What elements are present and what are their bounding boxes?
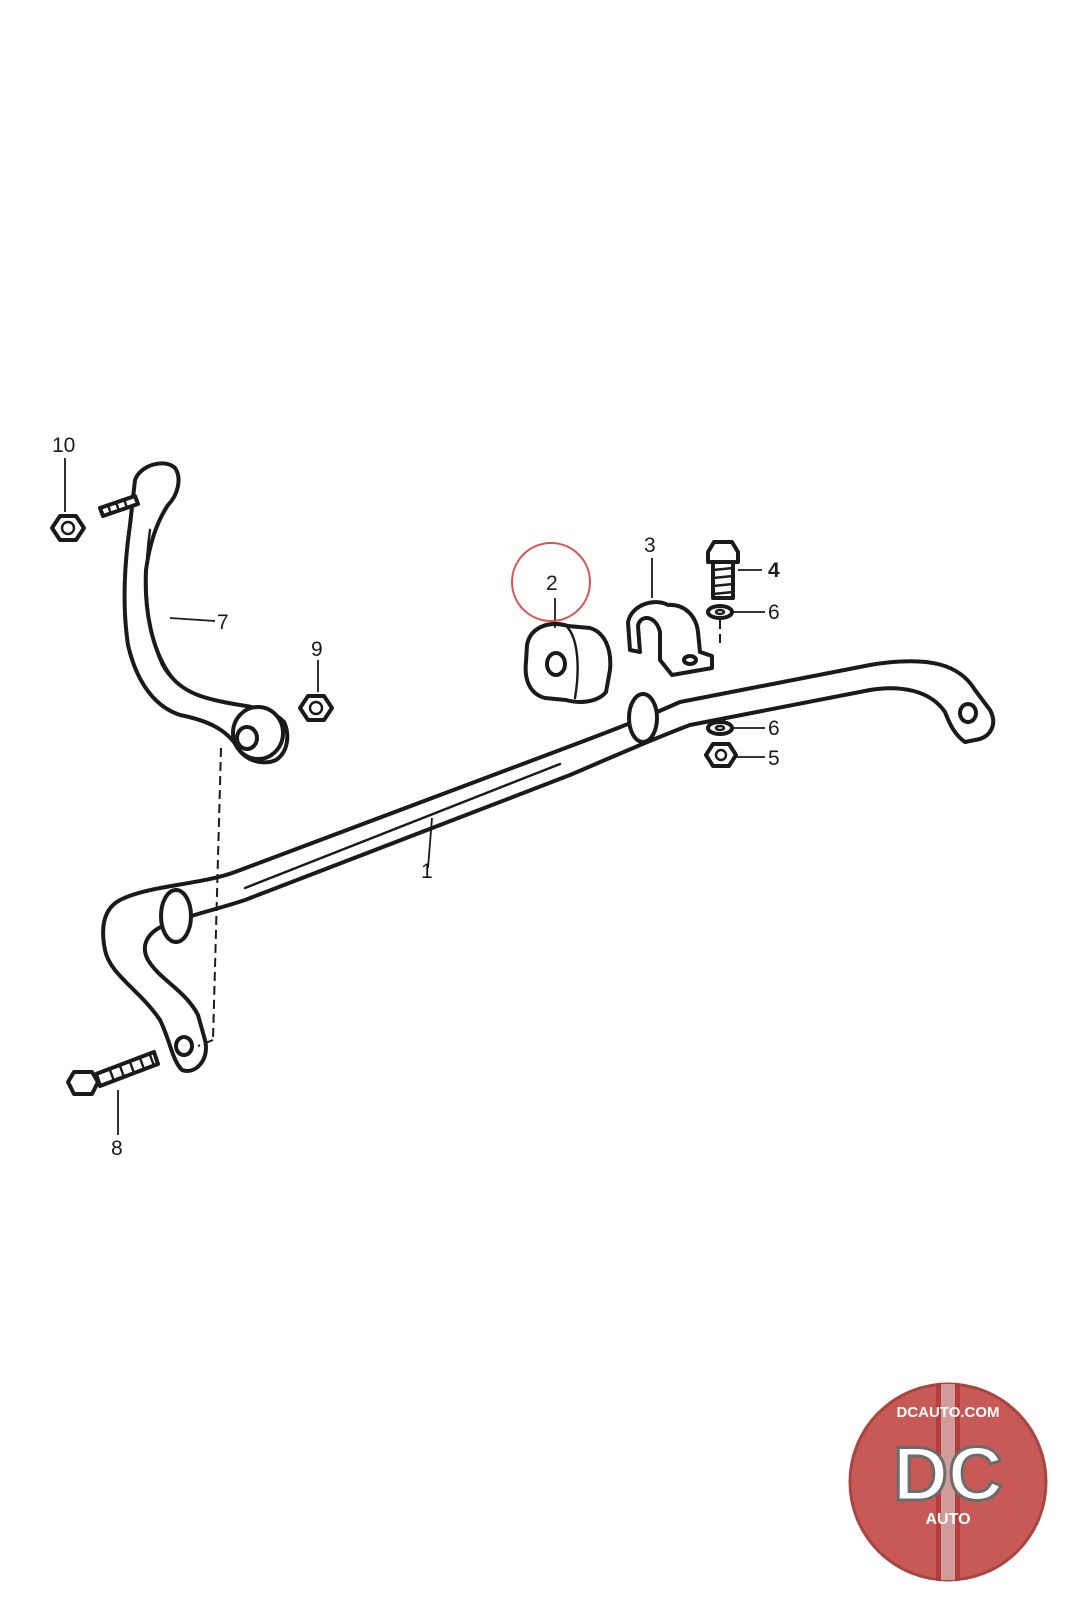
callout-4: 4: [768, 559, 780, 582]
highlight-circle: [511, 542, 591, 622]
bolt-8: [66, 1050, 160, 1135]
clamp-bracket: [626, 558, 714, 677]
callout-9: 9: [311, 638, 323, 661]
callout-3: 3: [644, 534, 656, 557]
bolt-4: [706, 540, 762, 600]
nut-5: [704, 742, 765, 768]
drop-link: [98, 461, 290, 1047]
callout-1: 1: [421, 860, 433, 883]
washer-lower: [706, 720, 765, 736]
logo-word: AUTO: [925, 1511, 970, 1528]
callout-2: 2: [546, 572, 558, 595]
nut-9: [298, 660, 334, 722]
washer-upper: [706, 604, 765, 648]
logo-site: DCAUTO.COM: [896, 1404, 999, 1421]
callout-6-upper: 6: [768, 601, 780, 624]
dcauto-logo: DCAUTO.COM DC AUTO: [848, 1382, 1048, 1582]
logo-mark: DC: [893, 1432, 1003, 1517]
callout-8: 8: [111, 1137, 123, 1160]
nut-10: [50, 458, 86, 542]
bushing: [523, 598, 613, 704]
callout-5: 5: [768, 747, 780, 770]
stabilizer-bar: [101, 659, 996, 1073]
callout-10: 10: [52, 434, 75, 457]
callout-7: 7: [217, 611, 229, 634]
callout-6-lower: 6: [768, 717, 780, 740]
